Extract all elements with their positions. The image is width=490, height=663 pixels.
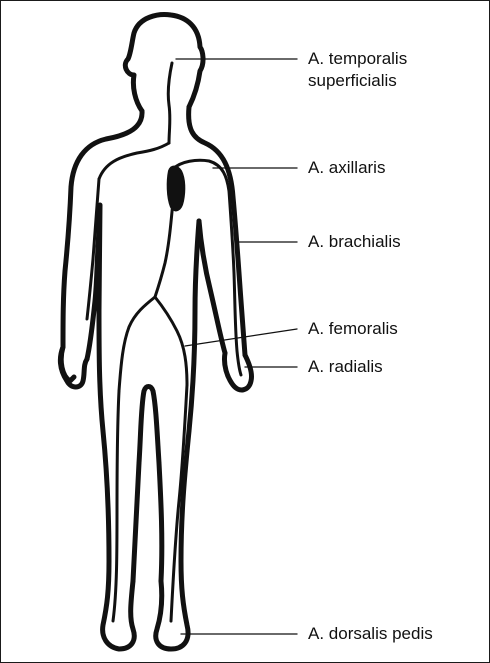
- heart-icon: [168, 167, 185, 211]
- label-temporalis-line1: A. temporalis: [308, 48, 407, 70]
- temporal-artery: [168, 63, 172, 143]
- left-leg-artery: [113, 391, 119, 621]
- aorta: [155, 201, 173, 297]
- left-leg-inner: [133, 387, 162, 582]
- right-arm-inner: [199, 221, 225, 353]
- body-outline: [60, 15, 251, 649]
- head-outline: [125, 15, 203, 111]
- label-radialis: A. radialis: [308, 356, 383, 378]
- left-arm-inner-torso: [87, 205, 134, 649]
- label-temporalis-line2: superficialis: [308, 70, 407, 92]
- label-brachialis: A. brachialis: [308, 231, 401, 253]
- label-dorsalis-pedis: A. dorsalis pedis: [308, 623, 433, 645]
- right-leg: [156, 221, 199, 649]
- label-femoralis: A. femoralis: [308, 318, 398, 340]
- label-temporalis: A. temporalis superficialis: [308, 48, 407, 92]
- subclavian-left: [99, 143, 169, 179]
- iliac-right: [155, 297, 187, 385]
- iliac-left: [119, 297, 155, 391]
- label-axillaris: A. axillaris: [308, 157, 385, 179]
